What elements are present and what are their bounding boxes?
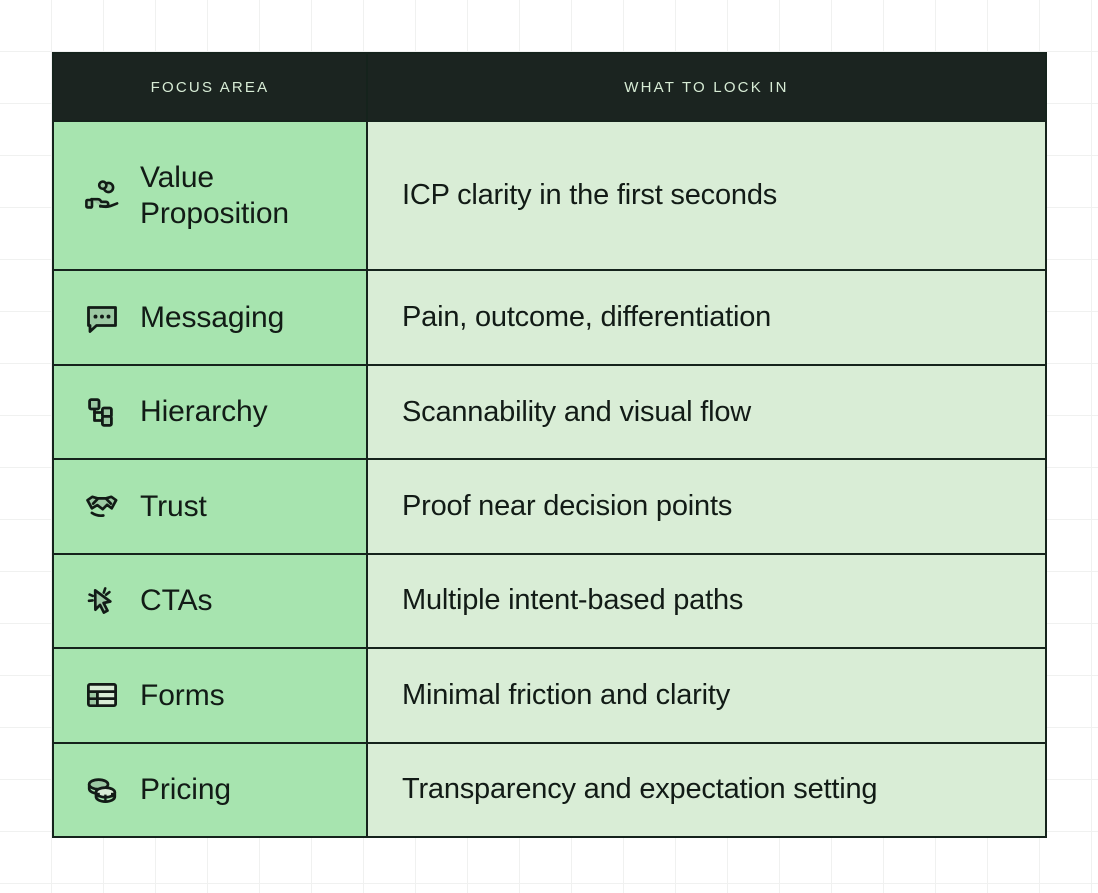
handshake-icon — [80, 484, 124, 528]
table-row: Trust Proof near decision points — [53, 458, 1046, 555]
column-header-focus-area: FOCUS AREA — [53, 53, 368, 122]
column-header-what-to-lock-in: WHAT TO LOCK IN — [366, 53, 1046, 122]
what-to-lock-in-label: Scannability and visual flow — [402, 395, 752, 428]
what-to-lock-in-cell: Minimal friction and clarity — [366, 647, 1046, 744]
what-to-lock-in-cell: Multiple intent-based paths — [366, 552, 1046, 650]
what-to-lock-in-label: Multiple intent-based paths — [402, 584, 744, 617]
focus-area-cell: Pricing — [53, 741, 368, 837]
focus-area-label: Forms — [140, 678, 225, 712]
table-row: Forms Minimal friction and clarity — [53, 647, 1046, 744]
what-to-lock-in-cell: Pain, outcome, differentiation — [366, 269, 1046, 366]
focus-area-cell: Trust — [53, 458, 368, 555]
what-to-lock-in-cell: Transparency and expectation setting — [366, 741, 1046, 837]
focus-area-label: Pricing — [140, 773, 231, 807]
what-to-lock-in-label: Pain, outcome, differentiation — [402, 301, 772, 334]
what-to-lock-in-label: Transparency and expectation setting — [402, 773, 878, 806]
hierarchy-tree-icon — [80, 390, 124, 434]
table-body: Value Proposition ICP clarity in the fir… — [53, 119, 1046, 837]
table-row: Messaging Pain, outcome, differentiation — [53, 269, 1046, 366]
table-row: Pricing Transparency and expectation set… — [53, 741, 1046, 837]
focus-area-cell: Hierarchy — [53, 363, 368, 461]
focus-area-label: Messaging — [140, 300, 285, 334]
what-to-lock-in-cell: Proof near decision points — [366, 458, 1046, 555]
hand-holding-coins-icon — [80, 174, 124, 218]
what-to-lock-in-label: ICP clarity in the first seconds — [402, 179, 778, 212]
table-header: FOCUS AREA WHAT TO LOCK IN — [53, 53, 1046, 122]
table-row: Hierarchy Scannability and visual flow — [53, 363, 1046, 461]
what-to-lock-in-cell: ICP clarity in the first seconds — [366, 119, 1046, 272]
focus-area-table-wrapper: FOCUS AREA WHAT TO LOCK IN — [52, 52, 1047, 838]
stacked-coins-icon — [80, 768, 124, 812]
what-to-lock-in-label: Proof near decision points — [402, 490, 733, 523]
table-header-row: FOCUS AREA WHAT TO LOCK IN — [53, 53, 1046, 122]
focus-area-cell: Forms — [53, 647, 368, 744]
focus-area-cell: CTAs — [53, 552, 368, 650]
focus-area-label: Hierarchy — [140, 395, 268, 429]
focus-area-label: Value Proposition — [140, 161, 289, 230]
form-table-icon — [80, 673, 124, 717]
table-row: Value Proposition ICP clarity in the fir… — [53, 119, 1046, 272]
speech-bubble-dots-icon — [80, 296, 124, 340]
focus-area-cell: Messaging — [53, 269, 368, 366]
what-to-lock-in-cell: Scannability and visual flow — [366, 363, 1046, 461]
cursor-click-icon — [80, 579, 124, 623]
focus-area-cell: Value Proposition — [53, 119, 368, 272]
table-row: CTAs Multiple intent-based paths — [53, 552, 1046, 650]
what-to-lock-in-label: Minimal friction and clarity — [402, 678, 730, 711]
focus-area-label: CTAs — [140, 584, 213, 618]
focus-area-label: Trust — [140, 489, 207, 523]
focus-area-table: FOCUS AREA WHAT TO LOCK IN — [52, 52, 1047, 838]
